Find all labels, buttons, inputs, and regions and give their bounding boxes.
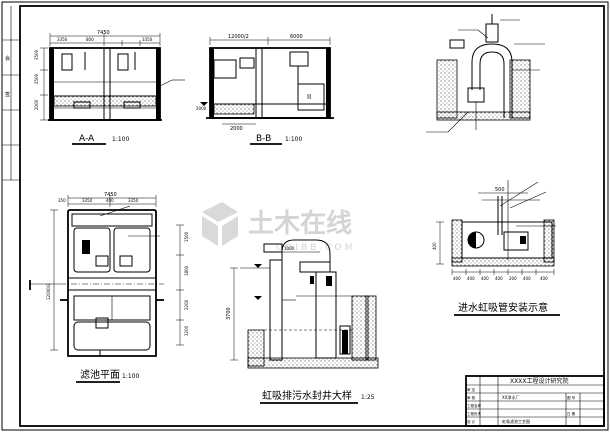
bb-scale: 1:100: [285, 136, 302, 143]
aa-dim-mid: 800: [86, 37, 94, 42]
watermark-en: COIBB.COM: [276, 243, 355, 253]
title-block-row-label: 审 核: [467, 395, 476, 400]
aa-dim-left: 3350: [57, 37, 68, 42]
inlet-dim-b5: 200: [509, 276, 517, 281]
plan-dim-b: 3350: [82, 198, 93, 203]
bb-title: B-B: [256, 134, 271, 144]
plan-dim-c: 400: [106, 198, 114, 203]
watermark: 土木在线 COIBB.COM: [202, 202, 355, 253]
siphon-scale: 1:25: [361, 394, 375, 401]
siphon-seal-well-detail: 3700 1000 虹吸排污水封井大样 1:25: [226, 239, 379, 404]
watermark-logo-icon: [202, 202, 238, 246]
siphon-dim-top: 1000: [284, 246, 295, 251]
plan-dim-overall: 7450: [104, 192, 117, 198]
bb-inner-mark: II: [307, 93, 311, 101]
title-block-row-label: 审 定: [467, 387, 476, 392]
plan-view: 7450 350 3350 400 3350 12000/2 1500 1800…: [29, 192, 189, 383]
title-block: XXXX工程设计研究院 审 定 审 核 工程名称 工程负责 设 计 XX净水厂 …: [465, 375, 605, 427]
title-block-row-label: 设 计: [467, 419, 476, 424]
title-block-date: 日 期: [567, 411, 576, 416]
plan-dim-r4: 1200: [184, 325, 189, 336]
bb-dim-top-right: 6000: [290, 34, 303, 40]
plan-dim-a: 350: [58, 198, 66, 203]
left-strip-label: 会: [5, 55, 10, 62]
title-block-project: XX净水厂: [502, 394, 519, 400]
inlet-dim-left: 400: [432, 242, 437, 250]
plan-dim-vertical: 12000/2: [46, 283, 51, 300]
inlet-dim-top: 500: [495, 187, 505, 193]
siphon-dim-height: 3700: [226, 307, 232, 320]
title-block-sheet-no: 图 号: [567, 395, 576, 400]
pipe-detail-top: [426, 14, 545, 133]
plan-dim-r2: 1800: [184, 265, 189, 276]
plan-dim-r1: 1500: [184, 231, 189, 242]
plan-dim-r3: 2200: [184, 299, 189, 310]
plan-title: 滤池平面: [80, 368, 120, 381]
aa-title: A-A: [79, 134, 95, 144]
inlet-title: 进水虹吸管安装示意: [458, 301, 548, 314]
watermark-cn: 土木在线: [248, 209, 352, 239]
section-aa: 7450 3350 800 3350 3500 2500 2000: [34, 30, 185, 145]
left-strip-label: 签: [5, 91, 10, 98]
aa-dim-v3: 2000: [34, 99, 39, 110]
inlet-dim-b2: 400: [467, 276, 475, 281]
title-block-row-label: 工程负责: [467, 411, 481, 416]
title-block-drawing-title: 虹吸滤池工艺图: [502, 418, 530, 424]
aa-scale: 1:100: [112, 136, 129, 143]
bb-dim-bottom: 2000: [230, 126, 243, 132]
plan-dim-d: 3350: [128, 198, 139, 203]
inlet-dim-b7: 400: [540, 276, 548, 281]
aa-dim-right: 3350: [142, 37, 153, 42]
plan-scale: 1:100: [122, 373, 139, 380]
bb-level: 2000: [196, 106, 207, 111]
inlet-dim-b6: 400: [523, 276, 531, 281]
aa-dim-v1: 3500: [34, 49, 39, 60]
title-block-row-label: 工程名称: [467, 403, 481, 408]
section-bb: 12000/2 6000 II 2000 2000 B-B 1:100: [196, 34, 334, 145]
title-block-institute: XXXX工程设计研究院: [510, 377, 568, 385]
aa-dim-v2: 2500: [34, 73, 39, 84]
inlet-dim-b1: 400: [453, 276, 461, 281]
inlet-dim-b3: 400: [481, 276, 489, 281]
aa-dim-overall: 7450: [97, 30, 110, 36]
inlet-dim-b4: 400: [495, 276, 503, 281]
siphon-title: 虹吸排污水封井大样: [262, 389, 352, 402]
bb-dim-top: 12000/2: [228, 34, 249, 40]
inlet-siphon-installation: 500 400 400 400 400: [432, 180, 560, 316]
